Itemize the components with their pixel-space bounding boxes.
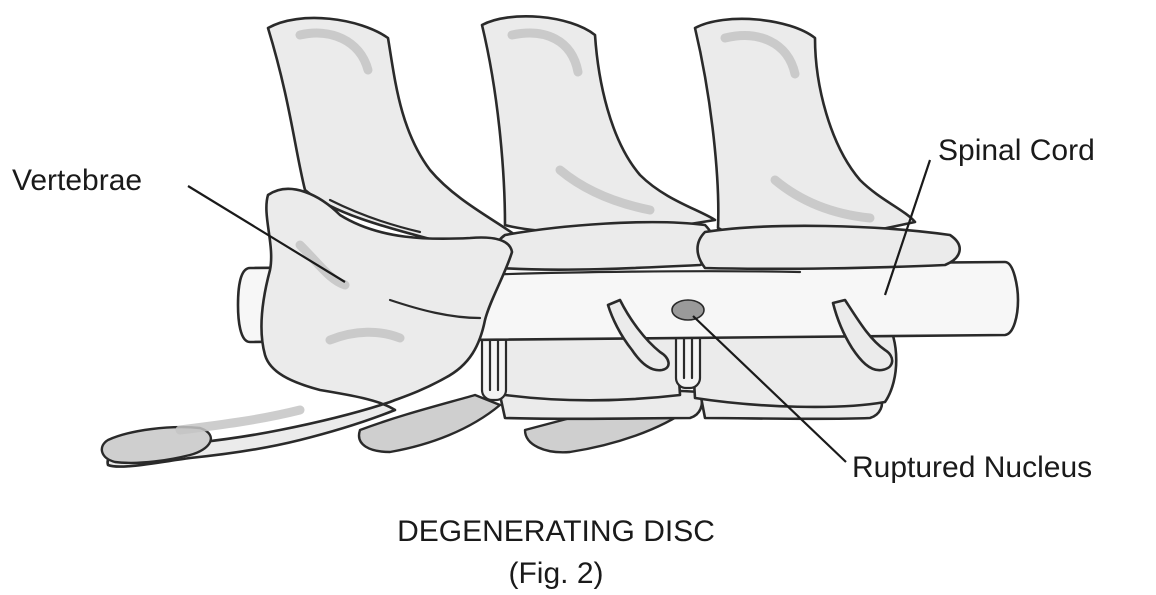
ruptured-nucleus-label: Ruptured Nucleus: [852, 451, 1092, 484]
caption-title: DEGENERATING DISC: [397, 515, 715, 548]
ruptured-nucleus: [672, 300, 704, 320]
spinous-process-2: [482, 16, 715, 233]
facet-2: [698, 226, 960, 269]
spinal-cord-label: Spinal Cord: [938, 134, 1095, 167]
articular-facets: [495, 222, 960, 270]
nucleus-bulge: [672, 300, 704, 320]
spinous-process-3: [695, 19, 915, 241]
vertebrae-label: Vertebrae: [12, 164, 142, 197]
caption-figure: (Fig. 2): [508, 557, 603, 590]
spinous-processes: [268, 16, 915, 250]
